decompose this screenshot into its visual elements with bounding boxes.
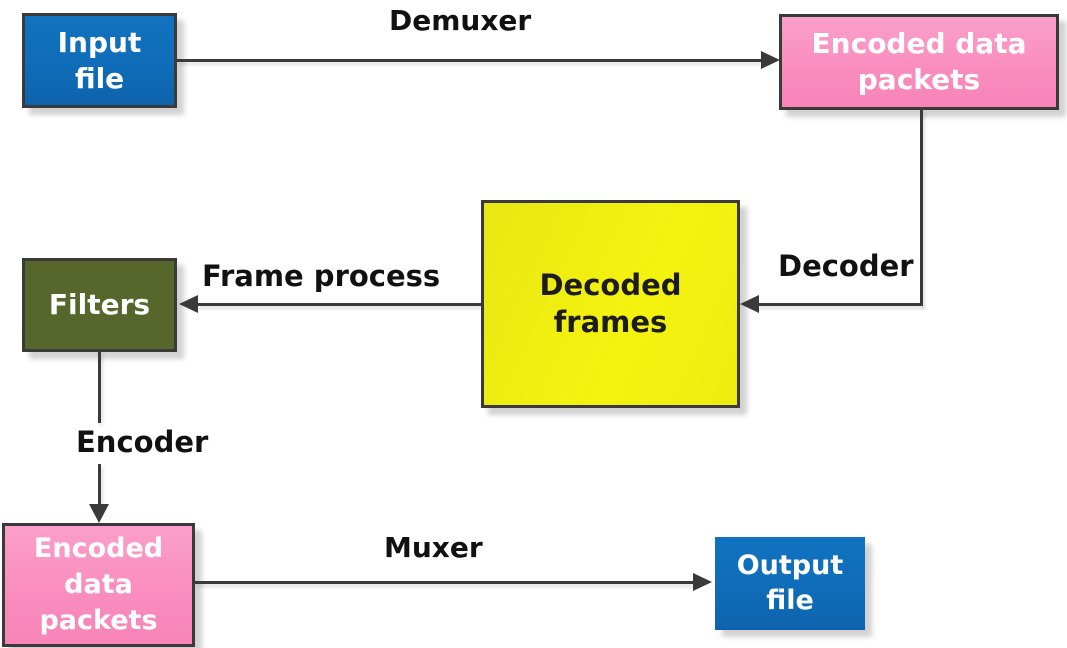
encoder-arrow-line-upper [98,352,101,423]
decoder-label: Decoder [778,249,914,283]
encoder-arrow-line-lower [98,464,101,505]
decoder-arrowhead-icon [740,295,759,313]
decoder-arrow-vertical-line [920,110,923,306]
node-encoded-packets-top-label: Encoded data packets [811,27,1027,96]
demuxer-arrowhead-icon [761,51,780,69]
node-decoded-frames: Decoded frames [481,200,740,408]
node-encoded-packets-bottom: Encoded data packets [2,523,195,647]
frame-process-arrowhead-icon [179,295,198,313]
muxer-arrowhead-icon [693,573,712,591]
node-input-file-label: Input file [57,25,142,95]
demuxer-label: Demuxer [389,4,532,37]
node-input-file: Input file [22,13,177,108]
node-filters: Filters [22,258,177,352]
encoder-label: Encoder [76,425,209,459]
encoder-arrowhead-icon [89,504,109,523]
frame-process-label: Frame process [202,259,441,293]
node-decoded-frames-label: Decoded frames [539,267,682,339]
muxer-arrow-line [195,581,695,584]
frame-process-arrow-line [196,303,481,306]
demuxer-arrow-line [177,59,762,62]
node-filters-label: Filters [48,288,151,322]
decoder-arrow-horizontal-line [756,303,923,306]
node-encoded-packets-top: Encoded data packets [779,14,1059,110]
node-output-file: Output file [715,537,865,630]
node-encoded-packets-bottom-label: Encoded data packets [33,532,164,637]
node-output-file-label: Output file [736,549,844,616]
muxer-label: Muxer [384,531,483,564]
